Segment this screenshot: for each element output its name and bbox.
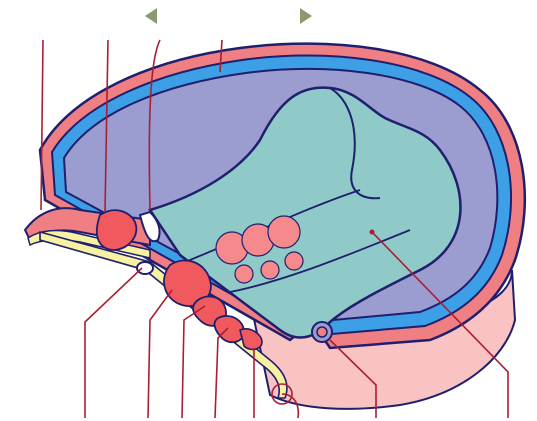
leader-line — [182, 306, 205, 418]
blood-island — [285, 252, 303, 270]
coelom-ring-inner — [317, 327, 327, 337]
blood-island — [261, 261, 279, 279]
somite-mass-3 — [215, 316, 244, 342]
leader-endpoint — [370, 230, 375, 235]
leader-line — [148, 290, 172, 418]
notochord — [137, 262, 153, 274]
leader-line — [85, 268, 142, 418]
blood-island — [235, 265, 253, 283]
blood-island — [268, 216, 300, 248]
